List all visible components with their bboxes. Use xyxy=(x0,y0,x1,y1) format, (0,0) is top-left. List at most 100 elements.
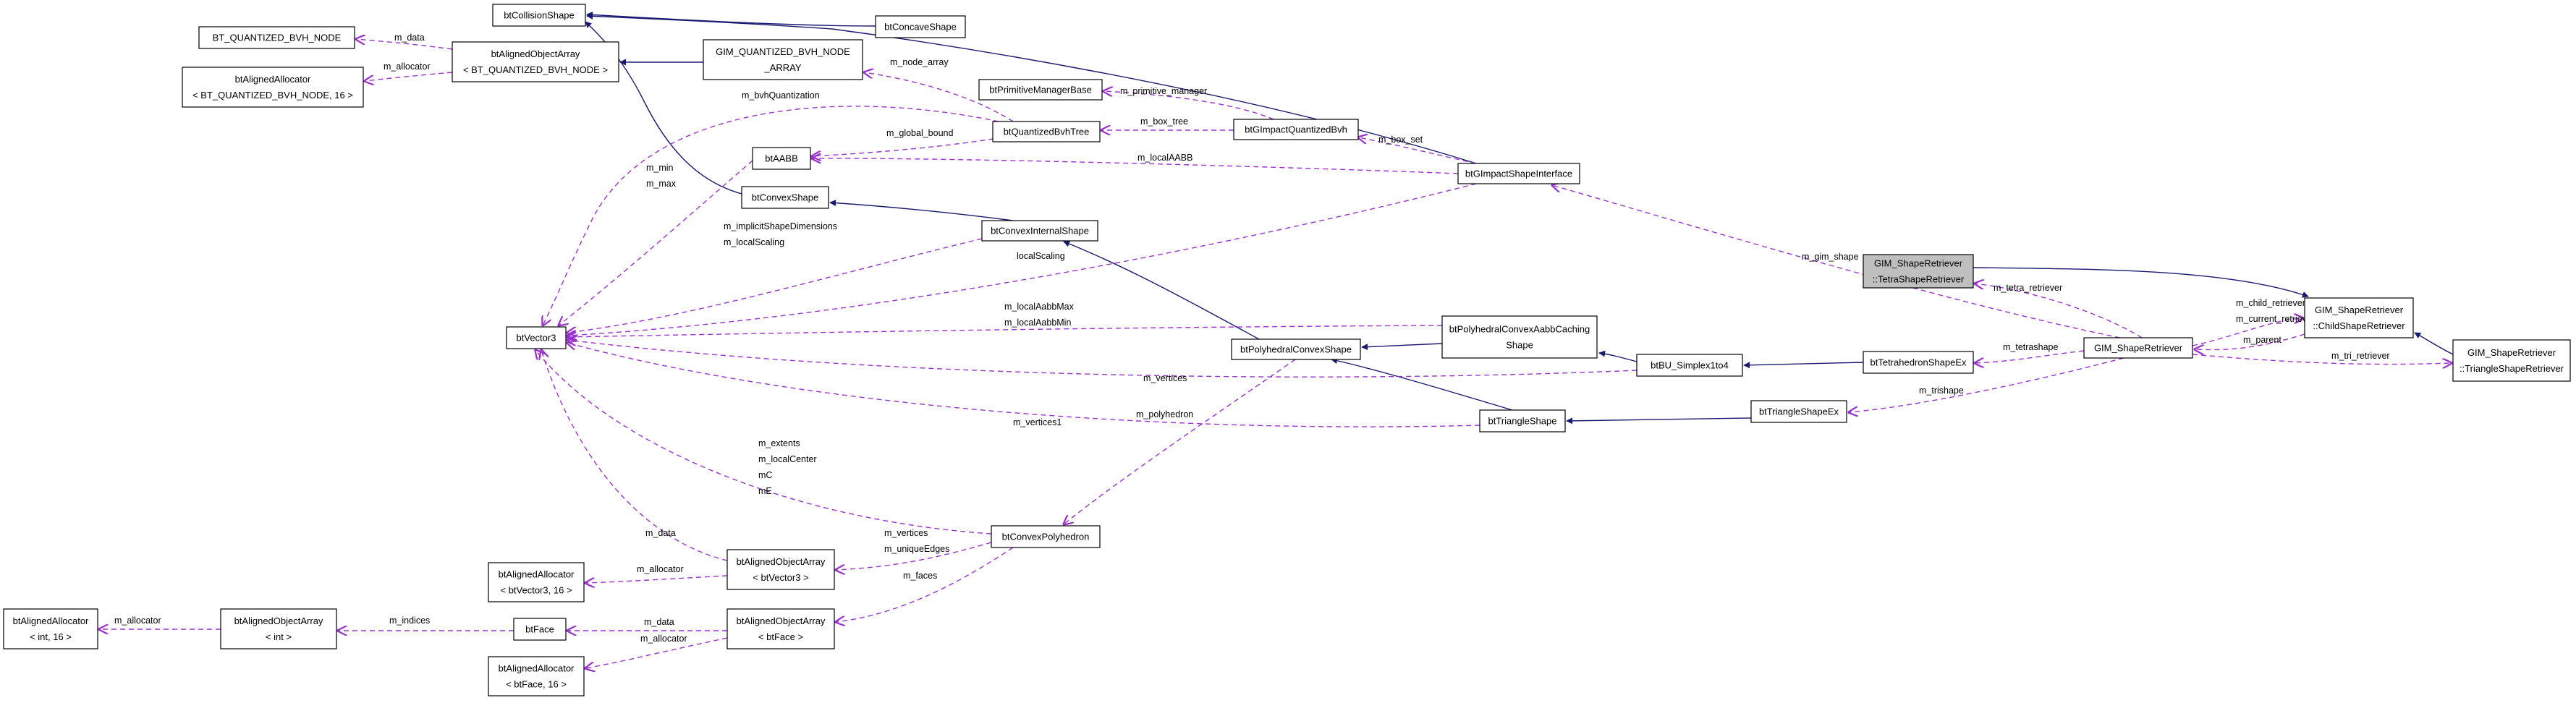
usage-edge-bt-convex-polyhedron-to-bt-aligned-object-array-vec3 xyxy=(836,542,992,570)
edge-label: m_global_bound xyxy=(886,128,953,138)
class-node-bt-aabb[interactable]: btAABB xyxy=(752,147,811,170)
edge-label: m_vertices xyxy=(884,528,928,538)
class-node-bt-aligned-allocator-vec3[interactable]: btAlignedAllocator< btVector3, 16 > xyxy=(488,562,585,602)
class-node-label: btAlignedAllocator xyxy=(499,663,575,674)
edge-label: m_node_array xyxy=(890,57,949,67)
class-node-bt-triangle-shape[interactable]: btTriangleShape xyxy=(1479,409,1566,433)
class-node-label: btTriangleShapeEx xyxy=(1759,406,1839,417)
class-node-label: btQuantizedBvhTree xyxy=(1004,127,1090,137)
inheritance-edge-tetra-retriever-to-child-retriever xyxy=(1973,267,2309,298)
class-node-box xyxy=(452,41,619,82)
class-node-bt-gimpact-shape-interface[interactable]: btGImpactShapeInterface xyxy=(1457,163,1580,184)
usage-edge-bt-gimpact-shape-interface-to-bt-vector3 xyxy=(567,183,1477,336)
edge-labels-layer: m_child_retrieverm_current_retrieverm_pa… xyxy=(114,33,2390,644)
class-node-label: btAABB xyxy=(765,153,798,164)
class-node-bt-triangle-shape-ex[interactable]: btTriangleShapeEx xyxy=(1750,400,1847,423)
usage-edge-bt-polyhedral-convex-aabb-caching-shape-to-bt-vector3 xyxy=(567,325,1443,337)
edge-label: mE xyxy=(758,486,772,496)
class-node-child-retriever[interactable]: GIM_ShapeRetriever::ChildShapeRetriever xyxy=(2304,297,2414,338)
usage-edge-bt-gimpact-shape-interface-to-bt-aabb xyxy=(812,158,1459,174)
class-node-label: < btVector3 > xyxy=(753,572,808,583)
usage-edge-bt-convex-internal-shape-to-bt-vector3 xyxy=(567,238,983,333)
class-node-label: ::TriangleShapeRetriever xyxy=(2460,363,2564,374)
usage-edge-child-retriever-to-shape-retriever xyxy=(2195,333,2305,350)
edge-label: m_max xyxy=(646,179,677,189)
class-node-box xyxy=(1750,400,1847,423)
class-node-label: < int, 16 > xyxy=(30,631,72,642)
edge-label: m_box_set xyxy=(1378,135,1423,145)
edge-label: m_implicitShapeDimensions xyxy=(724,221,837,231)
edge-label: localScaling xyxy=(1017,251,1065,261)
class-node-label: GIM_QUANTIZED_BVH_NODE xyxy=(716,46,850,57)
edge-label: m_allocator xyxy=(640,634,687,644)
class-node-bt-convex-polyhedron[interactable]: btConvexPolyhedron xyxy=(991,525,1101,548)
class-node-gim-bvh-node-array[interactable]: GIM_QUANTIZED_BVH_NODE _ARRAY xyxy=(703,39,863,80)
usage-edge-bt-quantized-bvh-tree-to-bt-aabb xyxy=(812,137,1003,156)
class-node-bt-aligned-allocator-face[interactable]: btAlignedAllocator < btFace, 16 > xyxy=(488,656,585,696)
class-node-bt-concave-shape[interactable]: btConcaveShape xyxy=(875,15,966,38)
class-node-label: btGImpactShapeInterface xyxy=(1465,169,1572,179)
class-node-shape-retriever[interactable]: GIM_ShapeRetriever xyxy=(2083,337,2193,359)
nodes-layer: GIM_ShapeRetriever::TetraShapeRetrieverG… xyxy=(3,4,2571,696)
class-node-label: btConvexInternalShape xyxy=(991,226,1089,237)
class-node-label: < btFace > xyxy=(758,631,803,642)
class-node-box xyxy=(506,326,567,349)
edge-label: m_localAabbMin xyxy=(1004,318,1071,328)
edge-label: m_indices xyxy=(389,615,430,626)
class-node-label: btCollisionShape xyxy=(504,10,575,21)
class-node-box xyxy=(726,608,835,649)
class-node-label: btAlignedAllocator xyxy=(235,74,311,85)
class-node-bt-vector3[interactable]: btVector3 xyxy=(506,326,567,349)
class-node-bt-aligned-allocator-bvh[interactable]: btAlignedAllocator < BT_QUANTIZED_BVH_NOD… xyxy=(182,67,364,108)
class-node-bt-tetrahedron-shape-ex[interactable]: btTetrahedronShapeEx xyxy=(1863,351,1974,374)
class-node-bt-quantized-bvh-node[interactable]: BT_QUANTIZED_BVH_NODE xyxy=(198,26,355,49)
usage-edge-bt-aligned-object-array-vec3-to-bt-aligned-allocator-vec3 xyxy=(585,575,728,583)
class-node-bt-gimpact-quantized-bvh[interactable]: btGImpactQuantizedBvh xyxy=(1233,119,1359,140)
class-node-bt-face[interactable]: btFace xyxy=(513,618,567,641)
edge-label: m_faces xyxy=(903,571,937,581)
class-node-triangle-retriever[interactable]: GIM_ShapeRetriever::TriangleShapeRetriev… xyxy=(2452,339,2571,382)
usage-edge-bt-gimpact-quantized-bvh-to-bt-primitive-manager-base xyxy=(1103,91,1274,120)
class-node-bt-aligned-allocator-int[interactable]: btAlignedAllocator< int, 16 > xyxy=(3,608,98,649)
class-node-box xyxy=(991,525,1101,548)
class-node-box xyxy=(2304,297,2414,338)
class-node-box xyxy=(2083,337,2193,359)
class-node-box xyxy=(1479,409,1566,433)
class-node-box xyxy=(488,562,585,602)
edge-label: m_tetra_retriever xyxy=(1994,283,2062,293)
class-node-bt-polyhedral-convex-shape[interactable]: btPolyhedralConvexShape xyxy=(1231,338,1361,360)
class-node-bt-aligned-object-array-int[interactable]: btAlignedObjectArray< int > xyxy=(220,608,337,649)
edge-label: m_extents xyxy=(758,438,800,448)
class-node-bt-primitive-manager-base[interactable]: btPrimitiveManagerBase xyxy=(978,79,1103,101)
class-node-label: btBU_Simplex1to4 xyxy=(1651,360,1729,371)
class-node-bt-quantized-bvh-tree[interactable]: btQuantizedBvhTree xyxy=(992,121,1101,142)
class-node-box xyxy=(492,4,586,27)
class-node-bt-aligned-object-array-bvh[interactable]: btAlignedObjectArray< BT_QUANTIZED_BVH_N… xyxy=(452,41,619,82)
edge-label: m_localScaling xyxy=(724,237,784,247)
inheritance-edge-bt-polyhedral-convex-aabb-caching-shape-to-bt-polyhedral-convex-shape xyxy=(1361,343,1443,351)
edge-label: m_vertices1 xyxy=(1013,417,1062,427)
class-node-bt-aligned-object-array-face[interactable]: btAlignedObjectArray< btFace > xyxy=(726,608,835,649)
class-node-label: GIM_ShapeRetriever xyxy=(2094,343,2183,354)
class-node-bt-busimplex1to4[interactable]: btBU_Simplex1to4 xyxy=(1636,354,1743,377)
class-node-box xyxy=(875,15,966,38)
class-node-label: GIM_ShapeRetriever xyxy=(2315,304,2404,315)
class-node-label: btTetrahedronShapeEx xyxy=(1870,357,1967,368)
class-node-label: _ARRAY xyxy=(763,62,801,73)
class-node-bt-convex-shape[interactable]: btConvexShape xyxy=(741,186,829,209)
class-node-label: < BT_QUANTIZED_BVH_NODE, 16 > xyxy=(192,90,353,101)
usage-edge-shape-retriever-to-child-retriever xyxy=(2192,318,2303,346)
edge-label: m_tri_retriever xyxy=(2331,351,2390,361)
class-node-bt-collision-shape[interactable]: btCollisionShape xyxy=(492,4,586,27)
edge-label: m_allocator xyxy=(637,564,684,574)
class-node-label: < btFace, 16 > xyxy=(506,679,567,690)
edge-label: m_localAABB xyxy=(1137,153,1192,163)
class-node-label: ::TetraShapeRetriever xyxy=(1873,274,1965,285)
class-node-tetra-retriever[interactable]: GIM_ShapeRetriever::TetraShapeRetriever xyxy=(1863,254,1974,289)
class-node-bt-aligned-object-array-vec3[interactable]: btAlignedObjectArray< btVector3 > xyxy=(726,549,835,590)
class-node-box xyxy=(1441,315,1598,359)
inheritance-edge-bt-convex-internal-shape-to-bt-convex-shape xyxy=(829,200,1014,221)
class-node-bt-convex-internal-shape[interactable]: btConvexInternalShape xyxy=(981,220,1098,242)
usage-edge-bt-convex-polyhedron-to-bt-vector3 xyxy=(535,350,992,534)
